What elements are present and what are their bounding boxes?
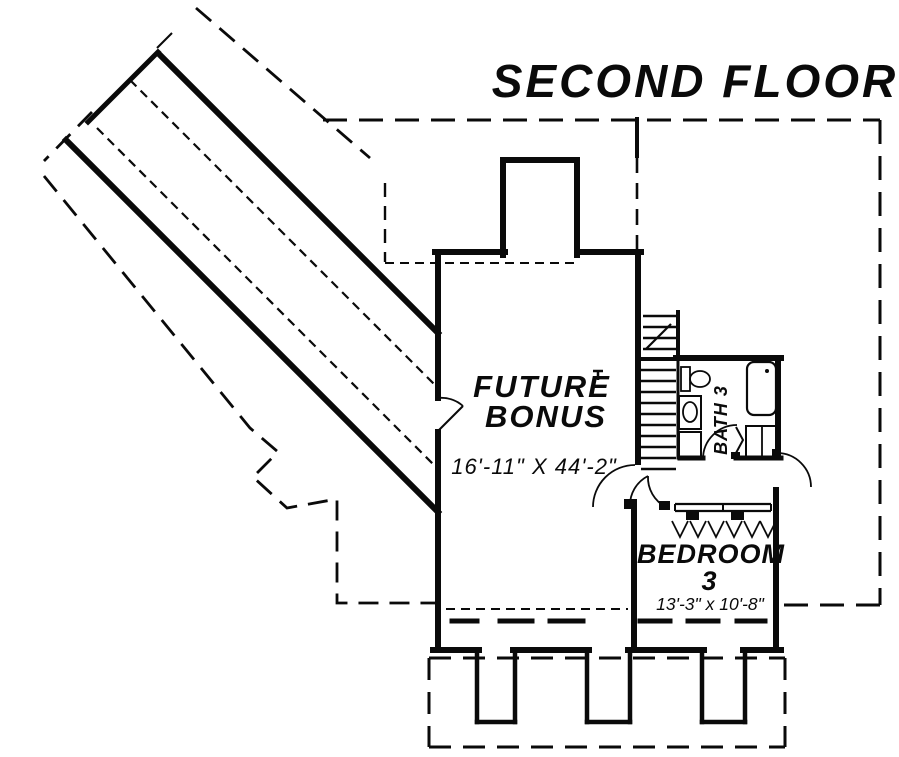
closet-shelf-bracket-1 [686,511,699,520]
bonus-room-label-line1: FUTURE [473,369,611,404]
hall-door-arc [592,464,636,508]
closet-rod-supports [674,504,772,511]
door-jamb-left [624,499,635,509]
roof-band-dashed [42,6,578,605]
attic-door-jamb [772,449,780,457]
west-door-leaf [437,405,464,432]
chimney [500,157,580,258]
dormer-side-walls [474,647,748,725]
roof-band-solid [61,32,443,517]
attic-dashed-outline [323,117,882,607]
toilet-tank [680,366,691,392]
roof-outline-lower [42,175,436,605]
clothes-hangers [671,520,777,540]
roof-edge-lower [61,135,443,517]
stair-treads-upper [643,314,676,351]
post-mark [593,369,603,380]
bonus-room-label-line2: BONUS [485,399,607,434]
sink-basin [682,401,698,423]
bedroom-label-line1: BEDROOM [637,539,785,569]
closet-shelf-bracket-2 [731,511,744,520]
west-door-arc [437,396,464,407]
tub-drain [765,369,769,373]
bonus-room-dimensions: 16'-11" X 44'-2" [451,454,617,479]
roof-outline-upper [195,6,371,160]
bifold-door [735,426,745,454]
vanity-cabinet [678,431,702,458]
roof-hidden-line-1 [129,79,439,389]
bedroom-3 [624,449,812,653]
toilet-bowl [689,370,711,388]
bathroom [673,355,784,461]
stair-break-line [645,323,672,350]
bonus-room-walls [432,157,644,653]
attic-door-arc [776,452,812,488]
bedroom-label-line2: 3 [701,566,716,596]
stair-treads-lower [641,368,676,471]
roof-edge-upper [155,50,443,338]
lower-band [427,608,787,749]
roof-ridge-tip [156,32,173,49]
roof-outline-left-cap [42,111,94,162]
stairs [639,310,680,471]
plan-title: SECOND FLOOR [492,55,899,107]
bathtub [745,360,778,417]
vanity-counter [678,395,702,430]
roof-hidden-line-2 [96,127,439,470]
labels: SECOND FLOOR FUTURE BONUS 16'-11" X 44'-… [451,55,899,614]
deck-dashed-outline [427,656,787,749]
bath-label: BATH 3 [711,385,731,455]
bath-door-arc [702,424,738,460]
bedroom-dimensions: 13'-3" x 10'-8" [656,594,764,614]
roof-end-cap [84,48,162,126]
door-jamb-right [659,501,670,510]
bath-door-jamb [731,452,740,459]
